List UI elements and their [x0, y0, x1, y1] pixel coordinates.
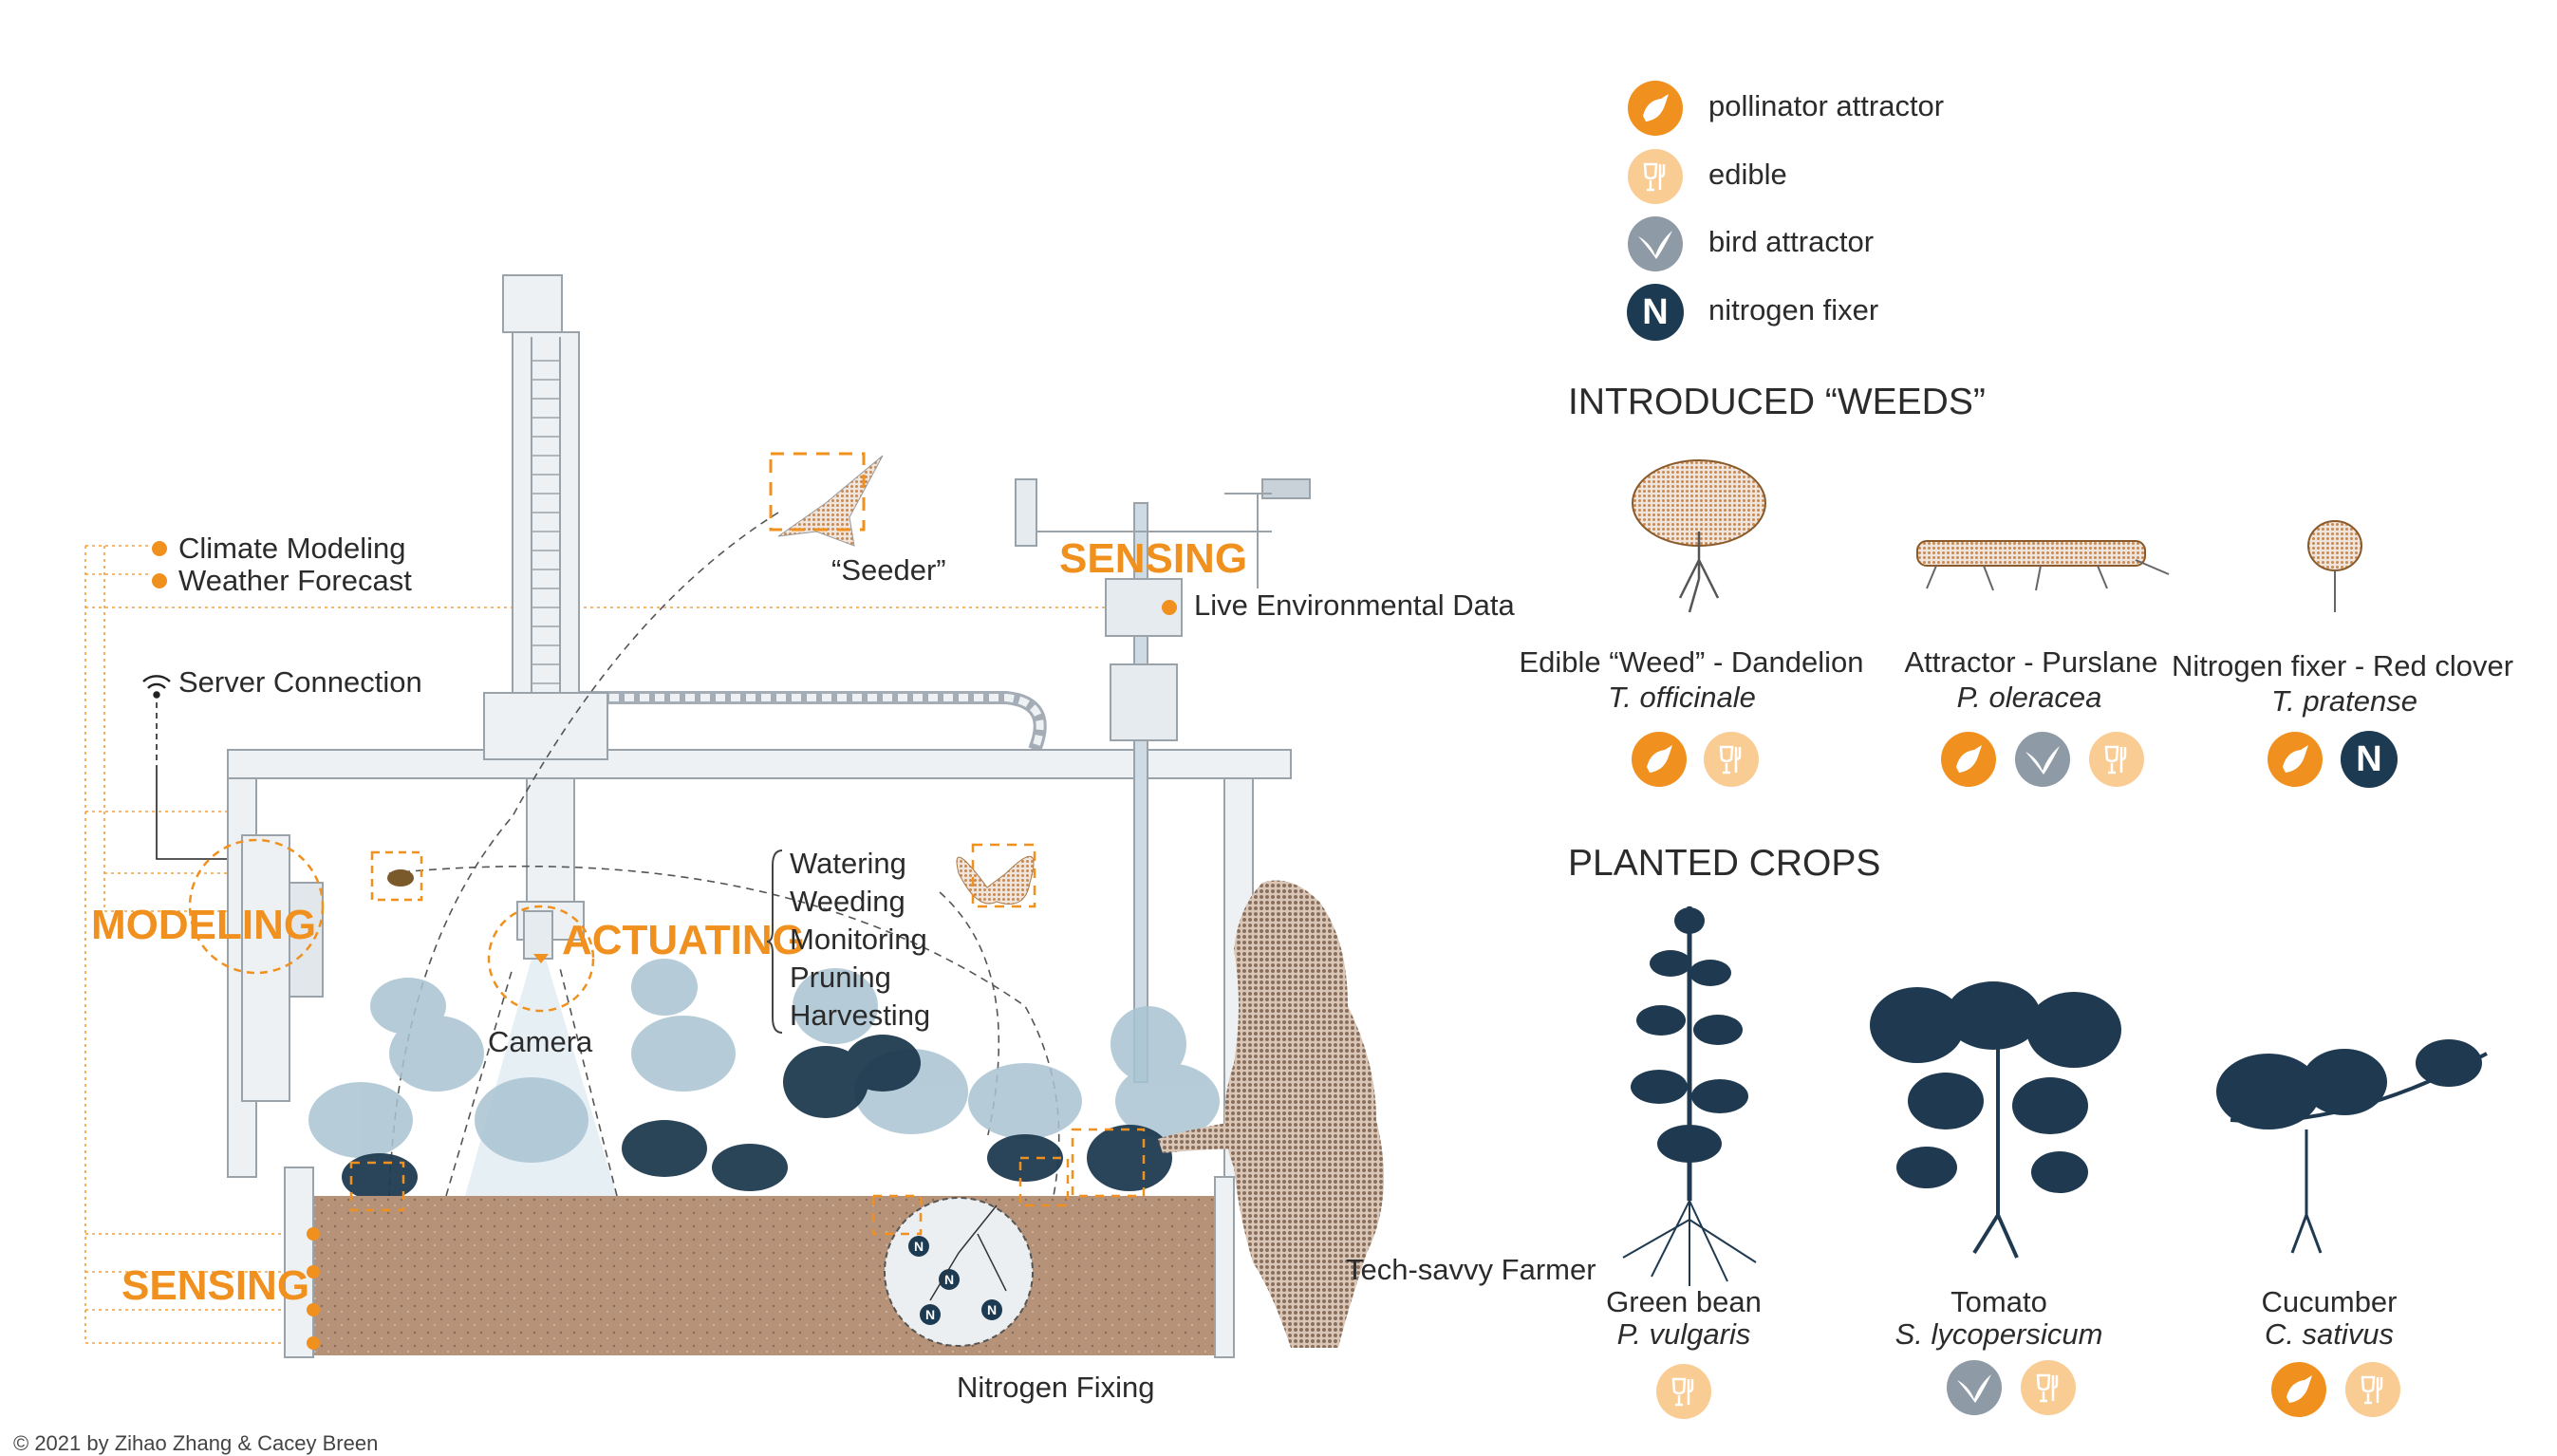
sensing-bottom-label: SENSING	[121, 1262, 310, 1309]
legend: pollinator attractor edible bird attract…	[1627, 80, 2196, 355]
legend-row: edible	[1627, 148, 2196, 205]
nodule-n: N	[987, 1302, 997, 1317]
tomato-illustration	[1870, 981, 2121, 1259]
bird-icon	[2014, 731, 2071, 788]
crop-latin: C. sativus	[2264, 1317, 2395, 1351]
farmbot-diagram: N N N N	[84, 274, 1384, 1358]
live-data-dot	[1162, 600, 1177, 615]
bee-icon	[1631, 731, 1688, 788]
bee-icon	[1627, 80, 1684, 137]
camera-label: Camera	[488, 1025, 593, 1058]
crop-latin: S. lycopersicum	[1894, 1317, 2103, 1351]
nitrogen-fixing-label: Nitrogen Fixing	[957, 1371, 1155, 1404]
legend-row: pollinator attractor	[1627, 80, 2196, 137]
soil-bed	[311, 1196, 1232, 1355]
butterfly-figure	[956, 843, 1036, 908]
server-line	[156, 702, 242, 860]
weed-name: Edible “Weed” - Dandelion	[1519, 645, 1864, 679]
bird-icon	[1627, 215, 1684, 272]
sensing-top-label: SENSING	[1059, 535, 1248, 582]
actions-brace	[767, 849, 783, 1034]
action-item: Harvesting	[790, 999, 931, 1032]
nitrogen-root-circle	[884, 1197, 1034, 1347]
crop-latin: P. vulgaris	[1616, 1317, 1751, 1351]
legend-label: bird attractor	[1708, 225, 1875, 258]
glass-fork-icon	[2088, 731, 2145, 788]
nodule-n: N	[925, 1307, 935, 1322]
weed-latin: P. oleracea	[1956, 681, 2102, 714]
glass-fork-icon	[1703, 731, 1760, 788]
weed-name: Nitrogen fixer - Red clover	[2171, 649, 2514, 682]
green-bean-illustration	[1622, 906, 1757, 1286]
nitrogen-glyph: N	[2356, 739, 2382, 779]
bee-figure	[370, 850, 423, 902]
bee-icon	[2267, 731, 2324, 788]
modeling-label: MODELING	[91, 902, 317, 948]
actuating-ring	[487, 905, 595, 1013]
nitrogen-icon: N	[1627, 284, 1684, 341]
action-item: Weeding	[790, 885, 905, 918]
weed-latin: T. officinale	[1608, 681, 1756, 714]
crop-name: Cucumber	[2261, 1285, 2398, 1318]
legend-row: N nitrogen fixer	[1627, 284, 2196, 341]
bee-icon	[2270, 1361, 2327, 1418]
actuating-label: ACTUATING	[562, 917, 805, 963]
modeling-arrows	[104, 872, 237, 912]
bird-icon	[1946, 1359, 2003, 1416]
cucumber-illustration	[2216, 1039, 2488, 1254]
seeder-bird	[769, 452, 884, 547]
nitrogen-nodules: N N N N	[908, 1236, 1002, 1325]
climate-modeling-label: Climate Modeling	[178, 532, 406, 565]
farmer-figure	[1224, 880, 1384, 1348]
nitrogen-icon: N	[2341, 731, 2398, 788]
weather-dot	[152, 573, 167, 588]
wifi-icon	[142, 675, 171, 699]
weed-name: Attractor - Purslane	[1904, 645, 2158, 679]
cable-chain	[579, 691, 1047, 753]
mast-rungs	[532, 360, 560, 684]
copyright: © 2021 by Zihao Zhang & Cacey Breen	[13, 1431, 379, 1455]
live-data-label: Live Environmental Data	[1194, 588, 1515, 622]
crop-name: Tomato	[1950, 1285, 2047, 1318]
seeder-label: “Seeder”	[831, 553, 946, 587]
crop-name: Green bean	[1606, 1285, 1762, 1318]
modeling-ring	[188, 838, 325, 975]
legend-label: pollinator attractor	[1708, 89, 1945, 122]
nitrogen-glyph: N	[1642, 292, 1669, 332]
legend-label: edible	[1708, 158, 1787, 191]
nodule-n: N	[944, 1272, 954, 1287]
actions-list: Watering Weeding Monitoring Pruning Harv…	[790, 845, 930, 1035]
server-connection-label: Server Connection	[178, 665, 422, 699]
crops-heading: PLANTED CROPS	[1568, 843, 1881, 884]
climate-dot	[152, 541, 167, 556]
glass-fork-icon	[2020, 1359, 2077, 1416]
action-item: Monitoring	[790, 923, 927, 956]
weeds-heading: INTRODUCED “WEEDS”	[1568, 382, 1986, 422]
glass-fork-icon	[1627, 148, 1684, 205]
modeling-box	[241, 834, 290, 1102]
purslane-illustration	[1916, 540, 2170, 591]
glass-fork-icon	[1655, 1363, 1712, 1420]
legend-label: nitrogen fixer	[1708, 293, 1879, 327]
nodule-n: N	[914, 1239, 924, 1254]
control-lines	[84, 545, 1167, 1344]
robot-mast	[502, 274, 580, 722]
legend-row: bird attractor	[1627, 215, 2196, 272]
weather-forecast-label: Weather Forecast	[178, 564, 412, 597]
farmer-label: Tech-savvy Farmer	[1346, 1253, 1596, 1286]
dandelion-illustration	[1632, 459, 1766, 613]
background-plants	[308, 959, 1220, 1163]
bee-icon	[1940, 731, 1997, 788]
soil-sensors	[307, 1227, 320, 1350]
plant-markers	[349, 1128, 1146, 1236]
action-item: Watering	[790, 847, 906, 880]
red-clover-illustration	[2307, 520, 2362, 612]
crop-plants	[342, 1035, 1172, 1201]
glass-fork-icon	[2344, 1361, 2401, 1418]
weather-station	[1015, 478, 1311, 1083]
action-item: Pruning	[790, 961, 891, 994]
weed-latin: T. pratense	[2271, 684, 2417, 718]
